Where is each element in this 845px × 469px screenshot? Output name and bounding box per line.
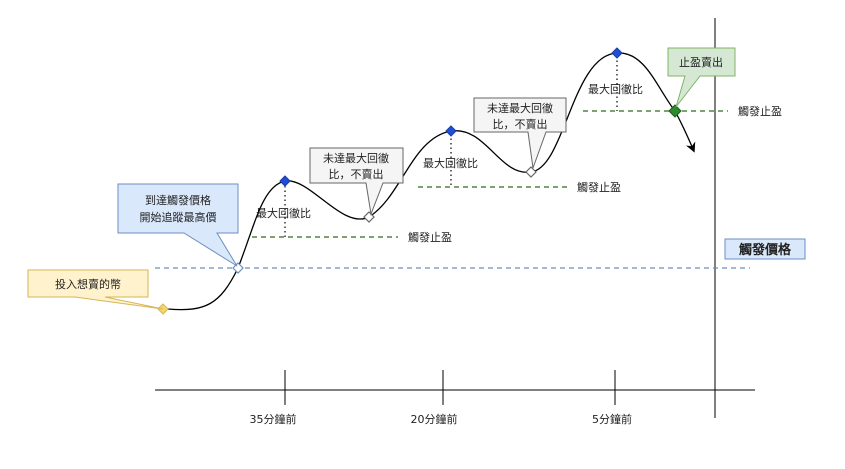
sell-callout xyxy=(667,47,736,108)
no-sell-2-text-2: 比，不賣出 xyxy=(493,117,548,131)
trigger-price-label: 觸發價格 xyxy=(739,242,792,258)
take-profit-label-3: 觸發止盈 xyxy=(738,104,782,118)
price-curve xyxy=(167,52,676,311)
buy-callout xyxy=(27,269,164,310)
no-sell-2-text-1: 未達最大回徹 xyxy=(487,101,553,115)
max-pullback-label-2: 最大回徹比 xyxy=(423,156,478,170)
start-tracking-text-2: 開始追蹤最高價 xyxy=(140,210,217,224)
no-sell-1-text-2: 比，不賣出 xyxy=(329,167,384,181)
start-tracking-text-1: 到達觸發價格 xyxy=(145,193,211,207)
max-pullback-label-3: 最大回徹比 xyxy=(588,82,643,96)
sell-point-marker xyxy=(668,104,682,118)
take-profit-label-1: 觸發止盈 xyxy=(408,230,452,244)
price-curve-tail xyxy=(674,110,696,153)
time-tick-label-20: 20分鐘前 xyxy=(411,412,458,426)
sell-callout-text: 止盈賣出 xyxy=(679,55,723,69)
time-tick-label-35: 35分鐘前 xyxy=(250,412,297,426)
pullback-point-1 xyxy=(363,211,375,223)
time-tick-label-5: 5分鐘前 xyxy=(592,412,632,426)
trigger-price-label-box xyxy=(724,238,806,260)
buy-callout-text: 投入想賣的幣 xyxy=(55,277,121,291)
max-pullback-label-1: 最大回徹比 xyxy=(256,206,311,220)
peak-marker-2 xyxy=(445,125,457,137)
pullback-point-2 xyxy=(525,166,537,178)
take-profit-label-2: 觸發止盈 xyxy=(577,180,621,194)
no-sell-callout-1 xyxy=(309,147,404,216)
no-sell-callout-2 xyxy=(473,97,567,169)
peak-marker-1 xyxy=(279,175,291,187)
start-tracking-callout xyxy=(117,183,239,267)
peak-marker-3 xyxy=(611,47,623,59)
no-sell-1-text-1: 未達最大回徹 xyxy=(323,151,389,165)
